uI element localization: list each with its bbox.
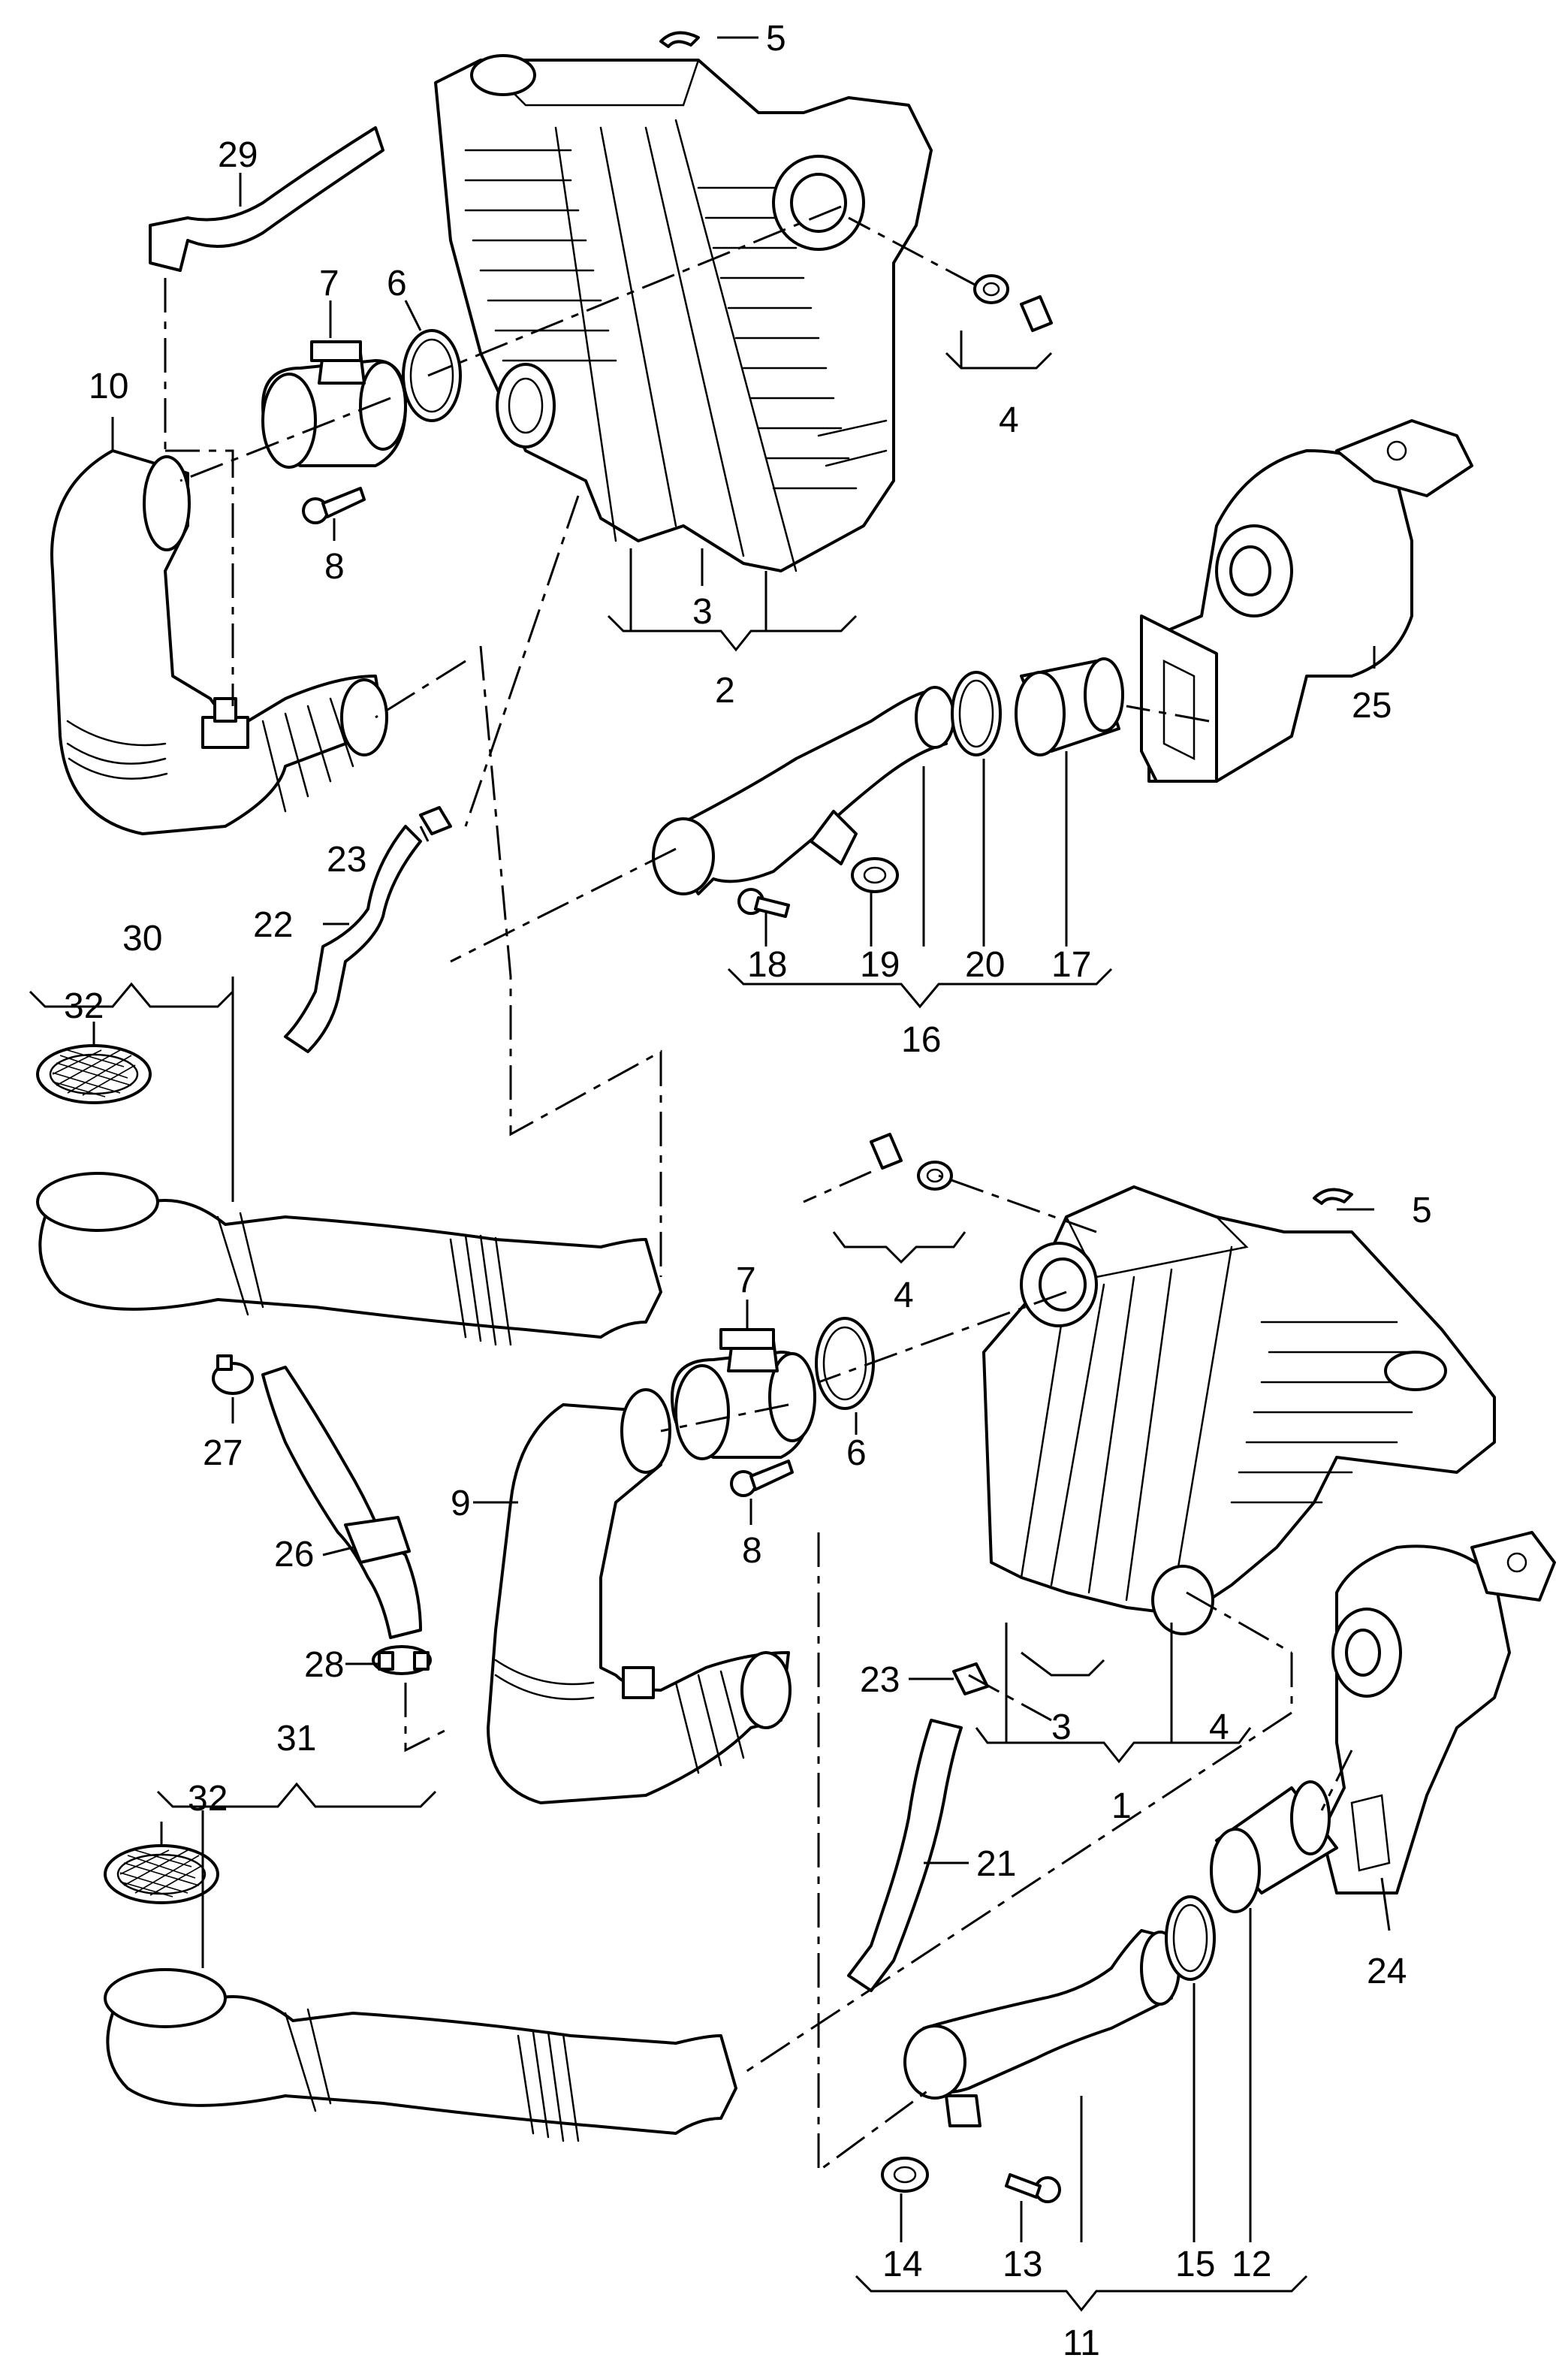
filter-screen-32-top [36, 1044, 152, 1104]
air-filter-housing-bottom [982, 1185, 1496, 1635]
label-7-bottom: 7 [736, 1260, 756, 1300]
clamp-28 [372, 1645, 432, 1675]
bolt-13 [1005, 2173, 1061, 2203]
label-29: 29 [218, 135, 258, 175]
label-4-top: 4 [999, 400, 1019, 440]
assembly-lines [164, 205, 1353, 2173]
label-28: 28 [304, 1645, 344, 1685]
filter-screen-32-bottom [104, 1844, 219, 1904]
label-5-top: 5 [766, 19, 786, 59]
charge-pipe-11 [903, 1929, 1181, 2127]
label-15: 15 [1175, 2245, 1215, 2284]
nut-19 [851, 857, 899, 893]
nut-14 [881, 2157, 929, 2193]
callout-labels: 5 29 7 6 10 8 4 3 2 25 23 22 18 19 20 17… [64, 19, 1432, 2363]
hose-30 [36, 1172, 662, 1346]
intake-pipe-9 [487, 1388, 792, 1804]
group-brackets [29, 331, 1308, 2312]
label-10: 10 [89, 367, 128, 406]
turbocharger-25 [1140, 419, 1473, 783]
hose-21 [847, 1719, 963, 1992]
sleeve-12 [1210, 1780, 1338, 1913]
air-filter-housing-top [434, 54, 933, 572]
label-20: 20 [965, 945, 1005, 985]
label-9: 9 [451, 1484, 471, 1523]
turbocharger-24 [1320, 1531, 1556, 1894]
leader-lines [92, 36, 1391, 2242]
label-31: 31 [276, 1719, 316, 1759]
hose-29 [149, 126, 384, 272]
label-6-top: 6 [387, 264, 407, 303]
clamp-23-top [419, 806, 452, 835]
maf-sensor-bottom [671, 1328, 816, 1460]
label-2: 2 [715, 671, 735, 711]
clip-5-top [659, 31, 700, 48]
hose-26 [261, 1366, 422, 1639]
rubber-mount-4-bottom [870, 1133, 953, 1191]
label-18: 18 [747, 945, 787, 985]
label-4-third: 4 [1209, 1707, 1229, 1747]
sleeve-17 [1015, 657, 1124, 756]
label-7-top: 7 [319, 264, 339, 303]
clip-5-bottom [1313, 1188, 1353, 1205]
label-6-bottom: 6 [846, 1433, 867, 1473]
clamp-23-bottom [952, 1662, 989, 1695]
clamp-20 [951, 671, 1002, 756]
hose-22 [284, 825, 422, 1053]
intake-pipe-10 [50, 449, 388, 835]
label-17: 17 [1051, 945, 1091, 985]
label-22: 22 [253, 905, 293, 945]
label-27: 27 [203, 1433, 243, 1473]
label-13: 13 [1003, 2245, 1042, 2284]
label-8-top: 8 [324, 547, 345, 587]
label-12: 12 [1232, 2245, 1271, 2284]
label-1: 1 [1111, 1786, 1132, 1826]
bolt-18 [737, 888, 790, 918]
label-24: 24 [1367, 1952, 1407, 1991]
hose-31 [104, 1968, 737, 2142]
label-23-bottom: 23 [860, 1660, 900, 1700]
label-32-top: 32 [64, 986, 104, 1026]
label-25: 25 [1352, 686, 1392, 726]
screw-8-bottom [730, 1460, 794, 1497]
label-3-bottom: 3 [1051, 1707, 1072, 1747]
gasket-6-bottom [815, 1317, 875, 1410]
label-5-bottom: 5 [1412, 1191, 1432, 1230]
maf-sensor-top [261, 340, 407, 469]
label-8-bottom: 8 [742, 1531, 762, 1571]
label-19: 19 [860, 945, 900, 985]
rubber-mount-4-top [973, 274, 1053, 332]
gasket-6-top [402, 329, 462, 422]
charge-pipe-16 [652, 686, 955, 895]
label-30: 30 [122, 919, 162, 959]
label-26: 26 [274, 1535, 314, 1574]
label-16: 16 [901, 1020, 941, 1060]
clamp-15 [1165, 1895, 1216, 1981]
label-11: 11 [1063, 2323, 1100, 2363]
label-14: 14 [882, 2245, 922, 2284]
label-3-top: 3 [692, 592, 713, 632]
clamp-27 [212, 1354, 254, 1395]
screw-8-top [302, 487, 366, 524]
label-32-bottom: 32 [188, 1779, 228, 1819]
label-23-top: 23 [327, 840, 366, 880]
label-21: 21 [976, 1844, 1016, 1884]
label-4-bottom: 4 [894, 1276, 914, 1315]
